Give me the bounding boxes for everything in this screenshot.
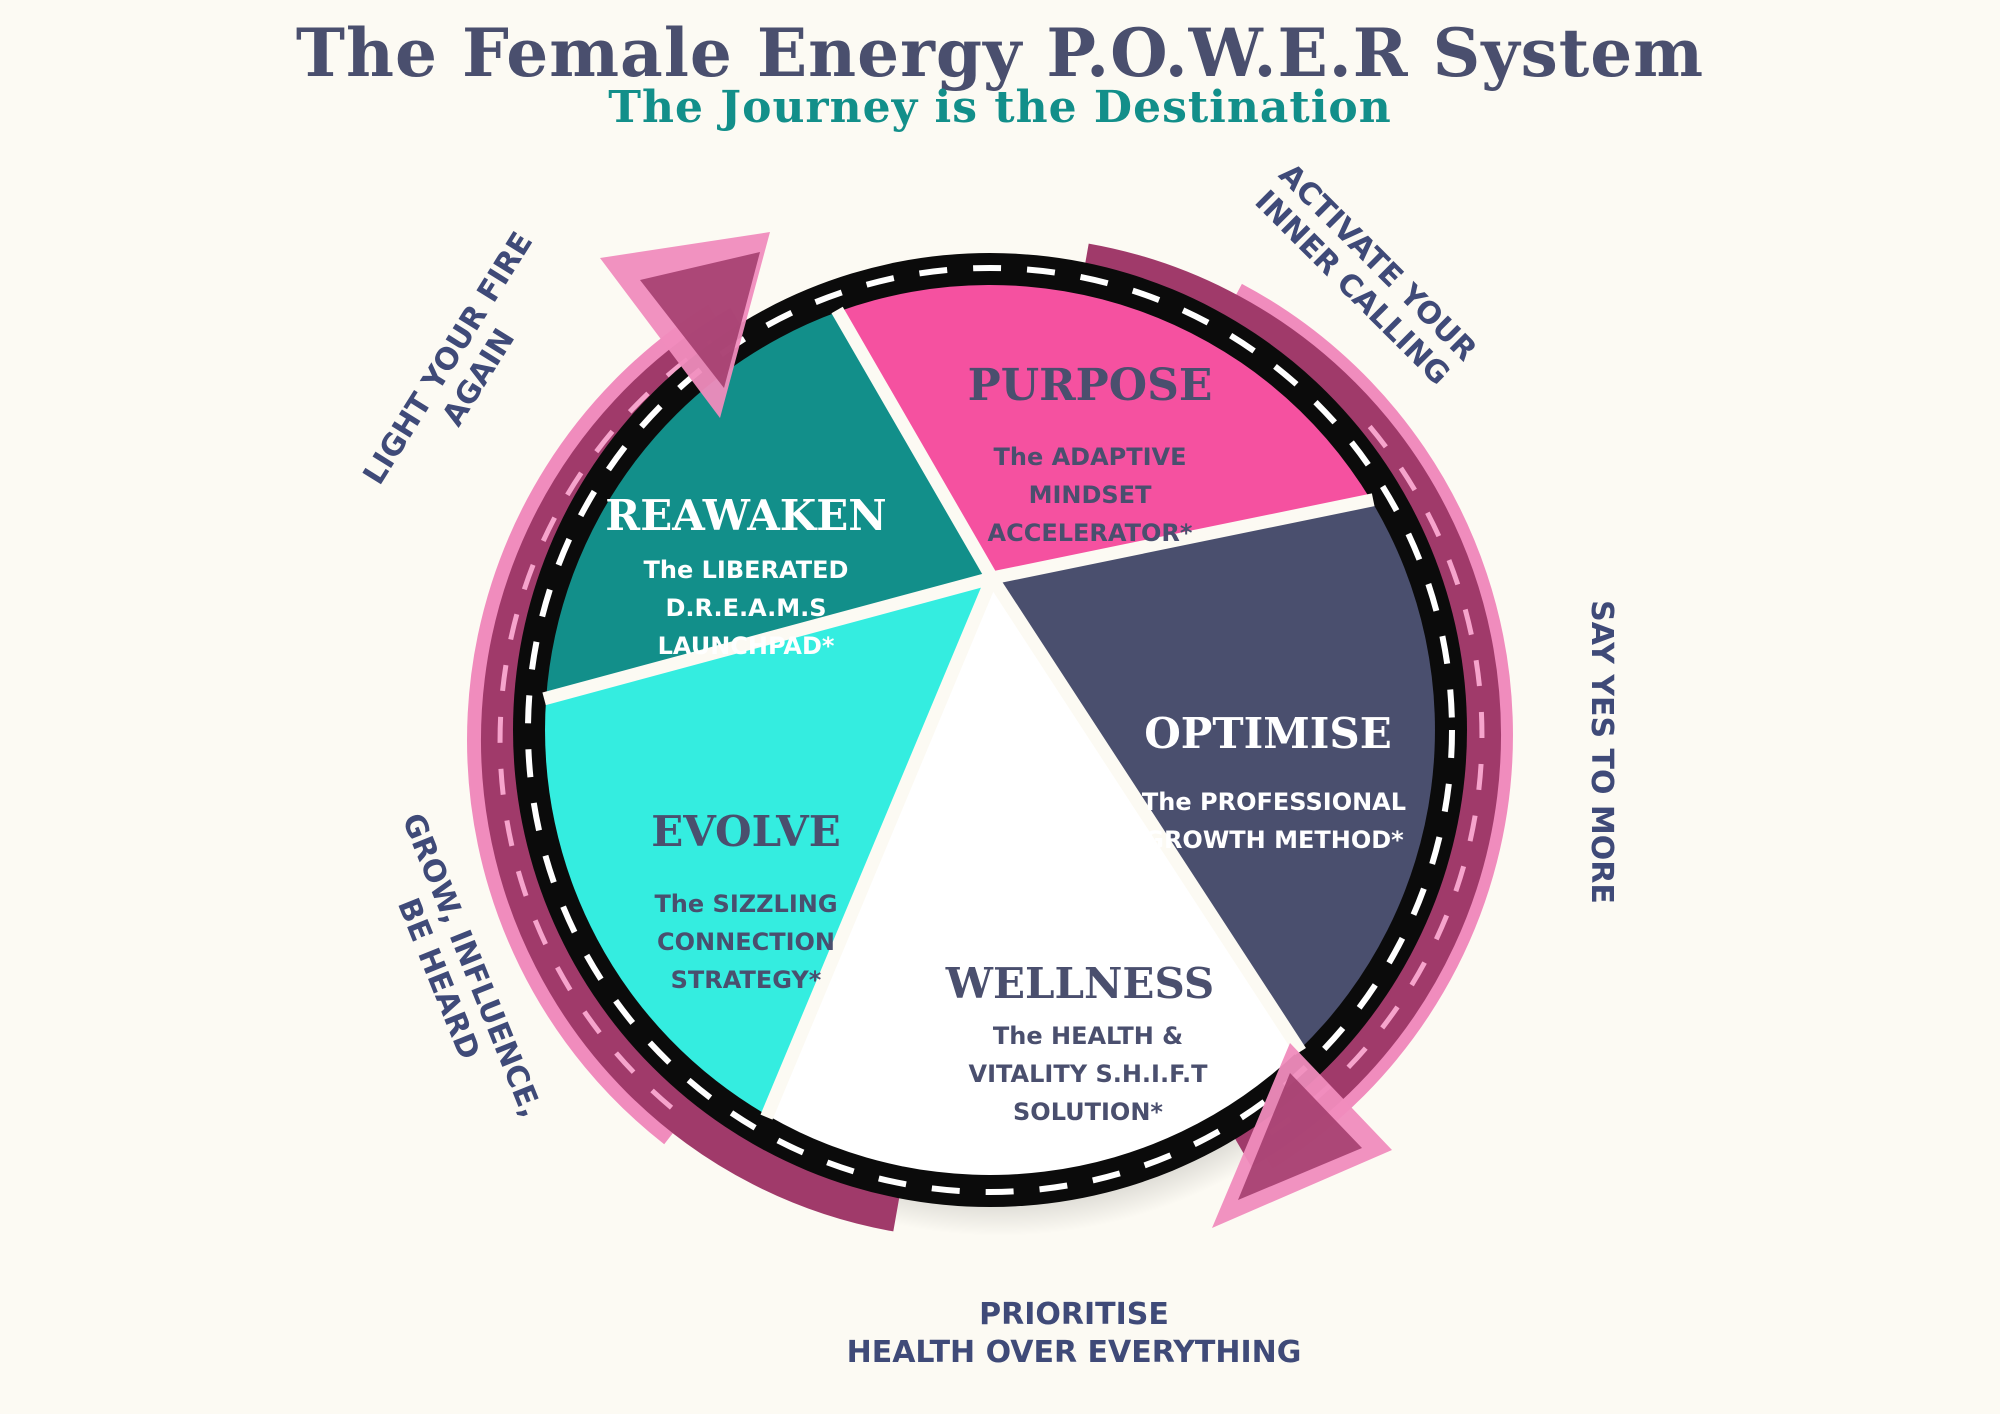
segment-wellness-line-2: VITALITY S.H.I.F.T (969, 1060, 1209, 1088)
cycle-arrows-back (467, 243, 1513, 1232)
segment-purpose: PURPOSE The ADAPTIVE MINDSET ACCELERATOR… (968, 360, 1213, 547)
label-say-yes: SAY YES TO MORE (1584, 600, 1619, 904)
right-arrow-inner-band (1082, 243, 1502, 1168)
page-subtitle: The Journey is the Destination (608, 82, 1392, 133)
slice-purpose (837, 284, 1372, 578)
label-prioritise: PRIORITISE HEALTH OVER EVERYTHING (847, 1297, 1302, 1370)
segment-optimise-line-2: GROWTH METHOD* (1144, 826, 1404, 854)
label-prioritise-line-1: PRIORITISE (979, 1297, 1169, 1332)
slice-optimise (992, 500, 1435, 1051)
left-arrow-outer-band (467, 304, 722, 1145)
slice-divider (831, 306, 998, 582)
segment-wellness-line-3: SOLUTION* (1013, 1098, 1163, 1126)
segment-evolve-line-2: CONNECTION (657, 928, 835, 956)
right-arrow-dashes (1269, 424, 1485, 1135)
left-arrowhead-inner-icon (640, 252, 760, 388)
label-light-line-1: LIGHT YOUR FIRE (357, 226, 540, 491)
segment-wellness-title: WELLNESS (945, 959, 1214, 1008)
segment-evolve-line-1: The SIZZLING (654, 890, 837, 918)
slice-wellness (767, 578, 1300, 1176)
segment-wellness-line-1: The HEALTH & (993, 1022, 1183, 1050)
segment-reawaken-line-2: D.R.E.A.M.S (665, 594, 826, 622)
segment-optimise-line-1: The PROFESSIONAL (1142, 788, 1406, 816)
slice-divider (542, 571, 994, 706)
segment-reawaken-title: REAWAKEN (605, 491, 886, 540)
slice-divider (986, 574, 1306, 1056)
segment-purpose-line-3: ACCELERATOR* (988, 519, 1193, 547)
segment-reawaken-line-3: LAUNCHPAD* (658, 632, 835, 660)
segment-purpose-line-1: The ADAPTIVE (993, 443, 1186, 471)
label-prioritise-line-2: HEALTH OVER EVERYTHING (847, 1335, 1302, 1370)
segment-reawaken: REAWAKEN The LIBERATED D.R.E.A.M.S LAUNC… (605, 491, 886, 660)
pie-segments (542, 284, 1435, 1176)
slice-divider (760, 575, 998, 1120)
segment-labels: PURPOSE The ADAPTIVE MINDSET ACCELERATOR… (605, 360, 1406, 1126)
segment-wellness: WELLNESS The HEALTH & VITALITY S.H.I.F.T… (945, 959, 1214, 1126)
label-light: LIGHT YOUR FIRE AGAIN (357, 226, 540, 491)
page-title: The Female Energy P.O.W.E.R System (295, 14, 1705, 92)
road-dashes (525, 265, 1455, 1195)
segment-optimise: OPTIMISE The PROFESSIONAL GROWTH METHOD* (1142, 709, 1406, 854)
left-arrow-dashes (497, 340, 714, 1110)
slice-divider (990, 493, 1375, 585)
segment-evolve-title: EVOLVE (651, 807, 841, 856)
right-arrowhead-inner-icon (1238, 1073, 1362, 1200)
label-say-yes-line-1: SAY YES TO MORE (1584, 600, 1619, 904)
segment-evolve: EVOLVE The SIZZLING CONNECTION STRATEGY* (651, 807, 841, 994)
segment-optimise-title: OPTIMISE (1144, 709, 1392, 758)
segment-evolve-line-3: STRATEGY* (671, 966, 822, 994)
cycle-arrows-front (600, 232, 1392, 1228)
slice-evolve (545, 578, 992, 1116)
segment-purpose-title: PURPOSE (968, 360, 1213, 411)
segment-reawaken-line-1: The LIBERATED (644, 556, 849, 584)
segment-purpose-line-2: MINDSET (1029, 481, 1153, 509)
